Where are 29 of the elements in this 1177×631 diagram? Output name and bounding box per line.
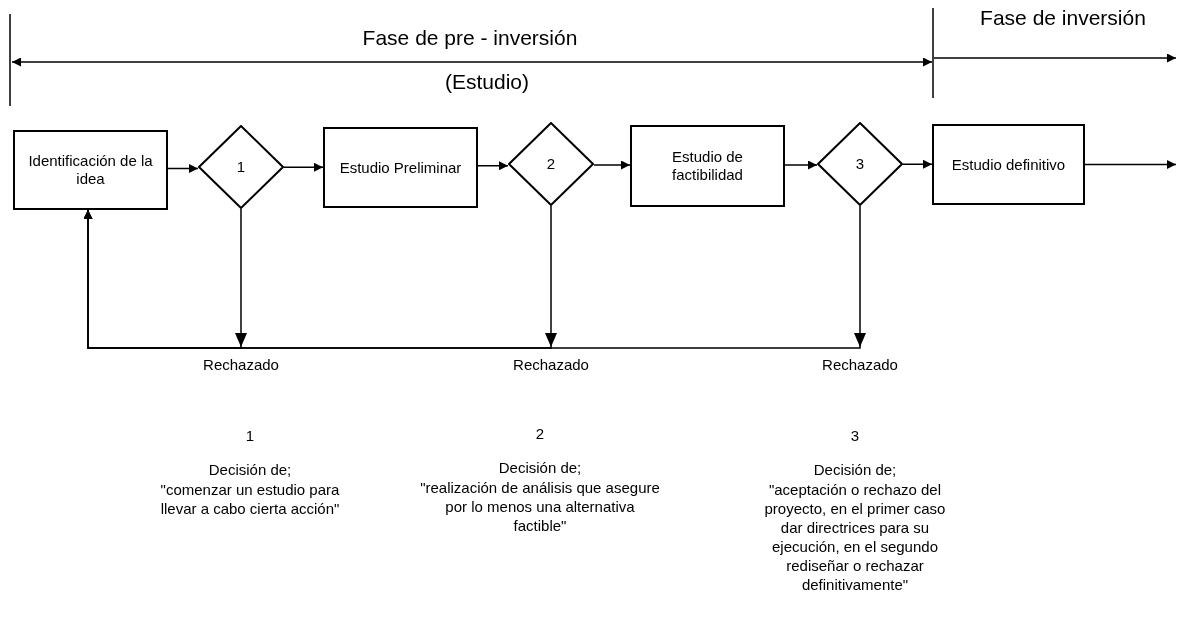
step-label: Estudio Preliminar [339, 158, 462, 177]
note-text: "comenzar un estudio para llevar a cabo cierta acción" [159, 480, 341, 518]
note-text: "realización de análisis que asegure por lo menos una alternativa factible" [420, 478, 660, 535]
decision-number: 1 [236, 158, 246, 176]
decision-number: 1 [244, 426, 256, 445]
step-label: Identificación de la idea [27, 152, 154, 188]
edge-label: Rechazado [203, 356, 279, 373]
process-box [630, 125, 785, 207]
phase-label: Fase de inversión [979, 8, 1147, 27]
decision-number: 3 [855, 155, 865, 173]
decision-number: 2 [546, 155, 556, 173]
phase-label: Fase de pre - inversión [361, 28, 579, 47]
decision-diamond [508, 122, 594, 206]
edge-label: Rechazado [822, 356, 898, 373]
note-text: Decisión de; [207, 460, 293, 479]
note-text: Decisión de; [497, 458, 583, 477]
note-text: Decisión de; [812, 460, 898, 479]
step-label: Estudio definitivo [951, 155, 1066, 174]
decision-diamond [817, 122, 903, 206]
decision-number: 2 [534, 424, 546, 443]
process-box [932, 124, 1085, 205]
edge-label: Rechazado [513, 356, 589, 373]
process-box [323, 127, 478, 208]
process-box [13, 130, 168, 210]
phase-label: (Estudio) [444, 72, 530, 91]
decision-diamond [198, 125, 284, 209]
note-text: "aceptación o rechazo del proyecto, en el primer caso dar directrices para su ejecución, en el segundo rediseñar o rechazar definitivamente" [763, 480, 947, 594]
decision-number: 3 [849, 426, 861, 445]
step-label: Estudio de factibilidad [671, 148, 744, 184]
